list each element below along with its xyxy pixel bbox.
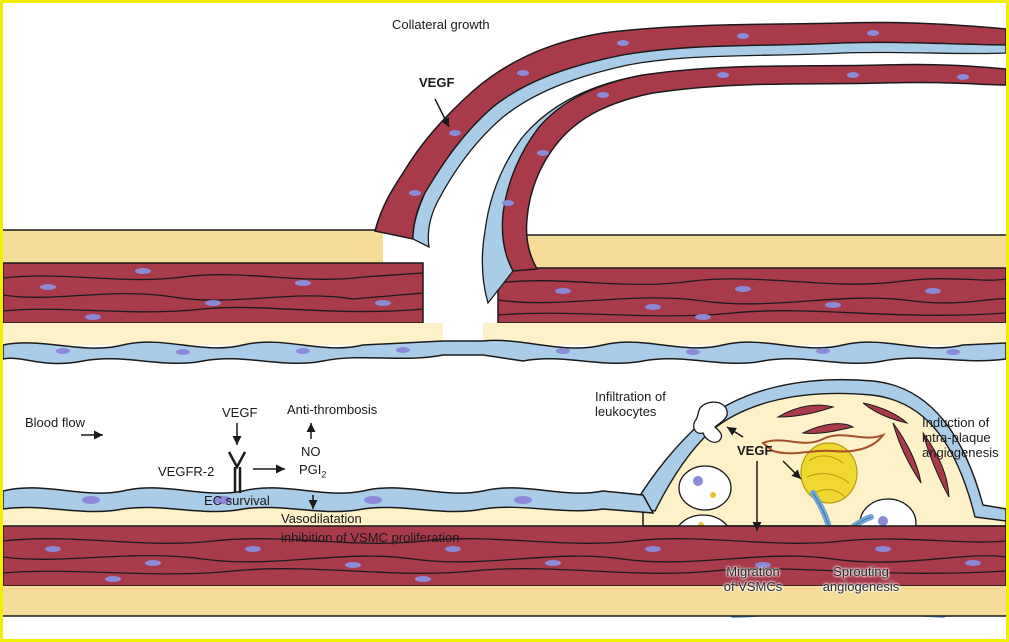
label-vegf-plaque: VEGF	[737, 443, 772, 458]
migration-line2: of VSMCs	[715, 579, 791, 594]
infiltration-line1: Infiltration of	[595, 389, 666, 404]
pgi-text: PGI	[299, 462, 321, 477]
label-anti-thrombosis: Anti-thrombosis	[287, 402, 377, 417]
label-vegf-ligand: VEGF	[222, 405, 257, 420]
label-vasodilatation: Vasodilatation	[281, 511, 362, 526]
upper-intima-left	[3, 323, 443, 345]
label-collateral-growth: Collateral growth	[392, 17, 490, 32]
label-no: NO	[301, 444, 321, 459]
upper-adventitia-left	[3, 230, 383, 265]
lower-endothelium	[3, 488, 653, 513]
upper-smooth-muscle-left	[3, 263, 423, 323]
label-infiltration: Infiltration of leukocytes	[595, 389, 666, 419]
label-inhibition-vsmc: inhibition of VSMC proliferation	[281, 530, 459, 545]
pgi-subscript: 2	[321, 470, 326, 480]
label-ec-survival: EC survival	[204, 493, 270, 508]
infiltration-line2: leukocytes	[595, 404, 666, 419]
vessel-diagram	[3, 3, 1006, 639]
label-migration: Migration of VSMCs	[715, 564, 791, 594]
migration-line1: Migration	[715, 564, 791, 579]
induction-line2: intra-plaque	[922, 430, 999, 445]
label-induction: Induction of intra-plaque angiogenesis	[922, 415, 999, 460]
upper-endothelium	[3, 340, 1006, 363]
induction-line3: angiogenesis	[922, 445, 999, 460]
label-pgi2: PGI2	[299, 462, 326, 483]
sprouting-line1: Sprouting	[811, 564, 911, 579]
label-sprouting: Sprouting angiogenesis	[811, 564, 911, 594]
vegfr2-receptor-icon	[229, 452, 245, 493]
label-vegf-collateral: VEGF	[419, 75, 454, 90]
upper-adventitia-right	[523, 235, 1006, 268]
sprouting-line2: angiogenesis	[811, 579, 911, 594]
label-vegfr2: VEGFR-2	[158, 464, 214, 479]
label-blood-flow: Blood flow	[25, 415, 85, 430]
induction-line1: Induction of	[922, 415, 999, 430]
